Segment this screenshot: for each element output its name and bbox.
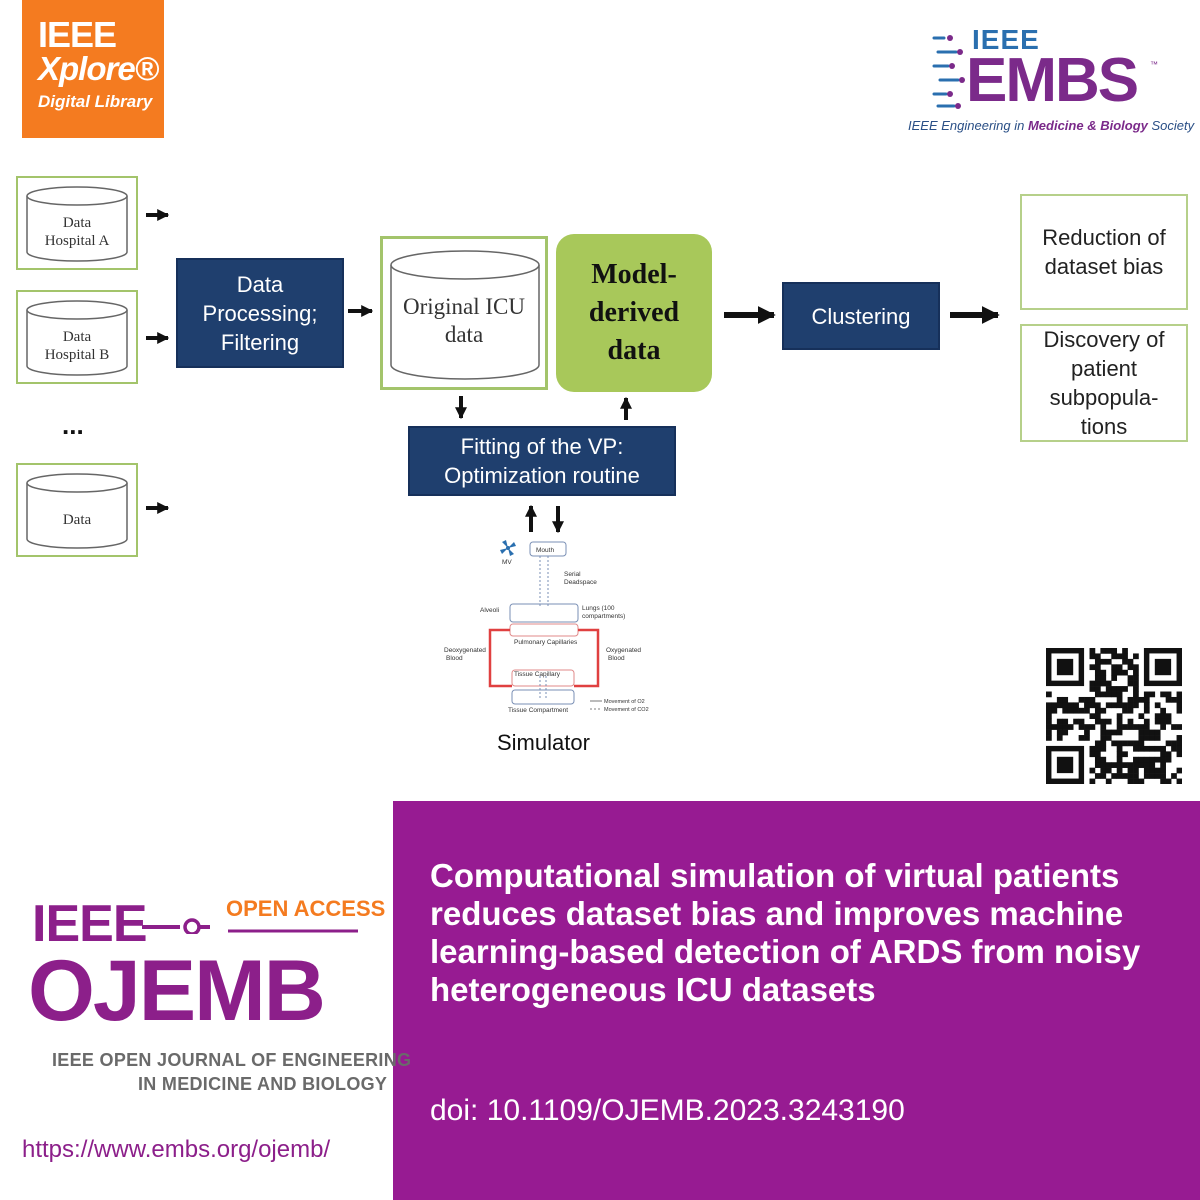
ojemb-logo[interactable]: OJEMB <box>28 943 326 1039</box>
sim-serial-label-1: Serial <box>564 571 581 578</box>
pulmonary-box <box>509 623 579 637</box>
oxygenated-loop <box>574 628 600 688</box>
source-hospital-a-line1: Data <box>62 215 92 231</box>
embs-tagline: IEEE Engineering in Medicine & Biology S… <box>908 118 1194 133</box>
deoxygenated-loop <box>488 628 512 688</box>
source-data: Data <box>16 463 138 557</box>
sim-oxy-label-1: Oxygenated <box>606 647 641 654</box>
outcome1-line2: dataset bias <box>1044 254 1164 279</box>
embs-ieee-text: IEEE <box>972 24 1040 55</box>
original-line2: data <box>444 322 484 347</box>
processing-line3: Filtering <box>220 329 300 355</box>
original-icu-label: Original ICU data <box>383 293 545 349</box>
embs-tagline-part2: Society <box>1147 118 1195 133</box>
source-hospital-b: Data Hospital B <box>16 290 138 384</box>
source-hospital-b-line1: Data <box>62 329 92 345</box>
clustering-box: Clustering <box>782 282 940 350</box>
dna-icon <box>932 35 965 109</box>
simulator-label: Simulator <box>497 730 590 755</box>
ojemb-subtitle-line1: IEEE OPEN JOURNAL OF ENGINEERING <box>52 1050 412 1070</box>
ieee-xplore-logo[interactable]: IEEE Xplore® Digital Library <box>22 0 164 138</box>
ojemb-subtitle-line2: IN MEDICINE AND BIOLOGY <box>138 1074 388 1094</box>
sim-lungs-label-1: Lungs (100 <box>582 605 615 612</box>
sim-serial-label-2: Deadspace <box>564 579 597 586</box>
open-access-label: OPEN ACCESS <box>226 896 386 921</box>
article-panel <box>393 801 1200 1200</box>
processing-line1: Data <box>236 271 284 297</box>
xplore-name-text: Xplore® <box>38 50 159 87</box>
open-access-connector-icon <box>142 918 358 934</box>
sim-tissue-cap-label: Tissue Capillary <box>514 671 561 678</box>
original-line1: Original ICU <box>402 294 525 319</box>
model-line2: derived <box>588 297 680 328</box>
database-cylinder-icon <box>26 300 128 376</box>
outcome2-line1: Discovery of <box>1043 327 1165 352</box>
source-hospital-b-label: Data Hospital B <box>18 328 136 364</box>
source-hospital-b-line2: Hospital B <box>44 347 110 363</box>
source-data-line1: Data <box>62 512 92 528</box>
sim-tissue-comp-label: Tissue Compartment <box>508 707 568 714</box>
sim-oxy-label-2: Blood <box>608 655 625 662</box>
sim-alveoli-label: Alveoli <box>480 607 499 614</box>
database-cylinder-icon <box>26 473 128 549</box>
more-sources-ellipsis: ... <box>62 410 84 440</box>
source-hospital-a-label: Data Hospital A <box>18 214 136 250</box>
model-line3: data <box>607 335 661 366</box>
fan-icon <box>500 540 516 556</box>
fitting-line1: Fitting of the VP: <box>460 434 624 459</box>
embs-tagline-bold: Medicine & Biology <box>1027 118 1148 133</box>
simulator-schematic: MV Mouth Serial Deadspace Alveoli Lungs … <box>444 540 649 714</box>
outcome2-line4: tions <box>1080 414 1128 439</box>
qr-code[interactable] <box>1046 648 1182 784</box>
sim-deoxy-label-2: Blood <box>446 655 463 662</box>
article-title[interactable]: Computational simulation of virtual pati… <box>430 857 1141 1008</box>
model-line1: Model- <box>591 259 677 290</box>
outcome1-line1: Reduction of <box>1042 225 1166 250</box>
sim-mouth-label: Mouth <box>536 547 554 554</box>
outcome-discovery-box: Discovery of patient subpopula- tions <box>1020 324 1188 442</box>
sim-pulmonary-label: Pulmonary Capillaries <box>514 639 578 646</box>
lungs-box <box>509 603 579 623</box>
ojemb-ieee-text: IEEE <box>32 895 147 953</box>
sim-move-co2-label: Movement of CO2 <box>604 707 649 713</box>
source-hospital-a: Data Hospital A <box>16 176 138 270</box>
processing-line2: Processing; <box>202 300 318 326</box>
tissue-compartment-box <box>511 689 575 705</box>
outcome-reduction-box: Reduction of dataset bias <box>1020 194 1188 310</box>
embs-logo[interactable]: EMBS <box>966 46 1139 115</box>
sim-deoxy-label-1: Deoxygenated <box>444 647 486 654</box>
database-cylinder-icon <box>26 186 128 262</box>
sim-lungs-label-2: compartments) <box>582 613 625 620</box>
data-processing-box: Data Processing; Filtering <box>176 258 344 368</box>
tissue-capillary-box <box>511 669 575 687</box>
source-data-label: Data <box>18 511 136 529</box>
xplore-ieee-text: IEEE <box>38 14 117 55</box>
sim-move-o2-label: Movement of O2 <box>604 699 645 705</box>
model-derived-data-box: Model- derived data <box>556 234 712 392</box>
xplore-digital-library-text: Digital Library <box>38 92 153 111</box>
fitting-optimization-box: Fitting of the VP: Optimization routine <box>408 426 676 496</box>
embs-tagline-part1: IEEE Engineering in <box>908 118 1028 133</box>
article-doi[interactable]: doi: 10.1109/OJEMB.2023.3243190 <box>430 1094 905 1127</box>
fitting-line2: Optimization routine <box>444 463 640 488</box>
original-icu-data: Original ICU data <box>380 236 548 390</box>
outcome2-line2: patient <box>1070 356 1138 381</box>
ojemb-url-link[interactable]: https://www.embs.org/ojemb/ <box>22 1136 331 1163</box>
sim-mv-label: MV <box>502 559 512 566</box>
source-hospital-a-line2: Hospital A <box>44 233 110 249</box>
outcome2-line3: subpopula- <box>1049 385 1159 410</box>
embs-trademark: ™ <box>1150 60 1158 69</box>
flow-arrows <box>146 209 1000 534</box>
database-cylinder-icon <box>390 250 540 380</box>
